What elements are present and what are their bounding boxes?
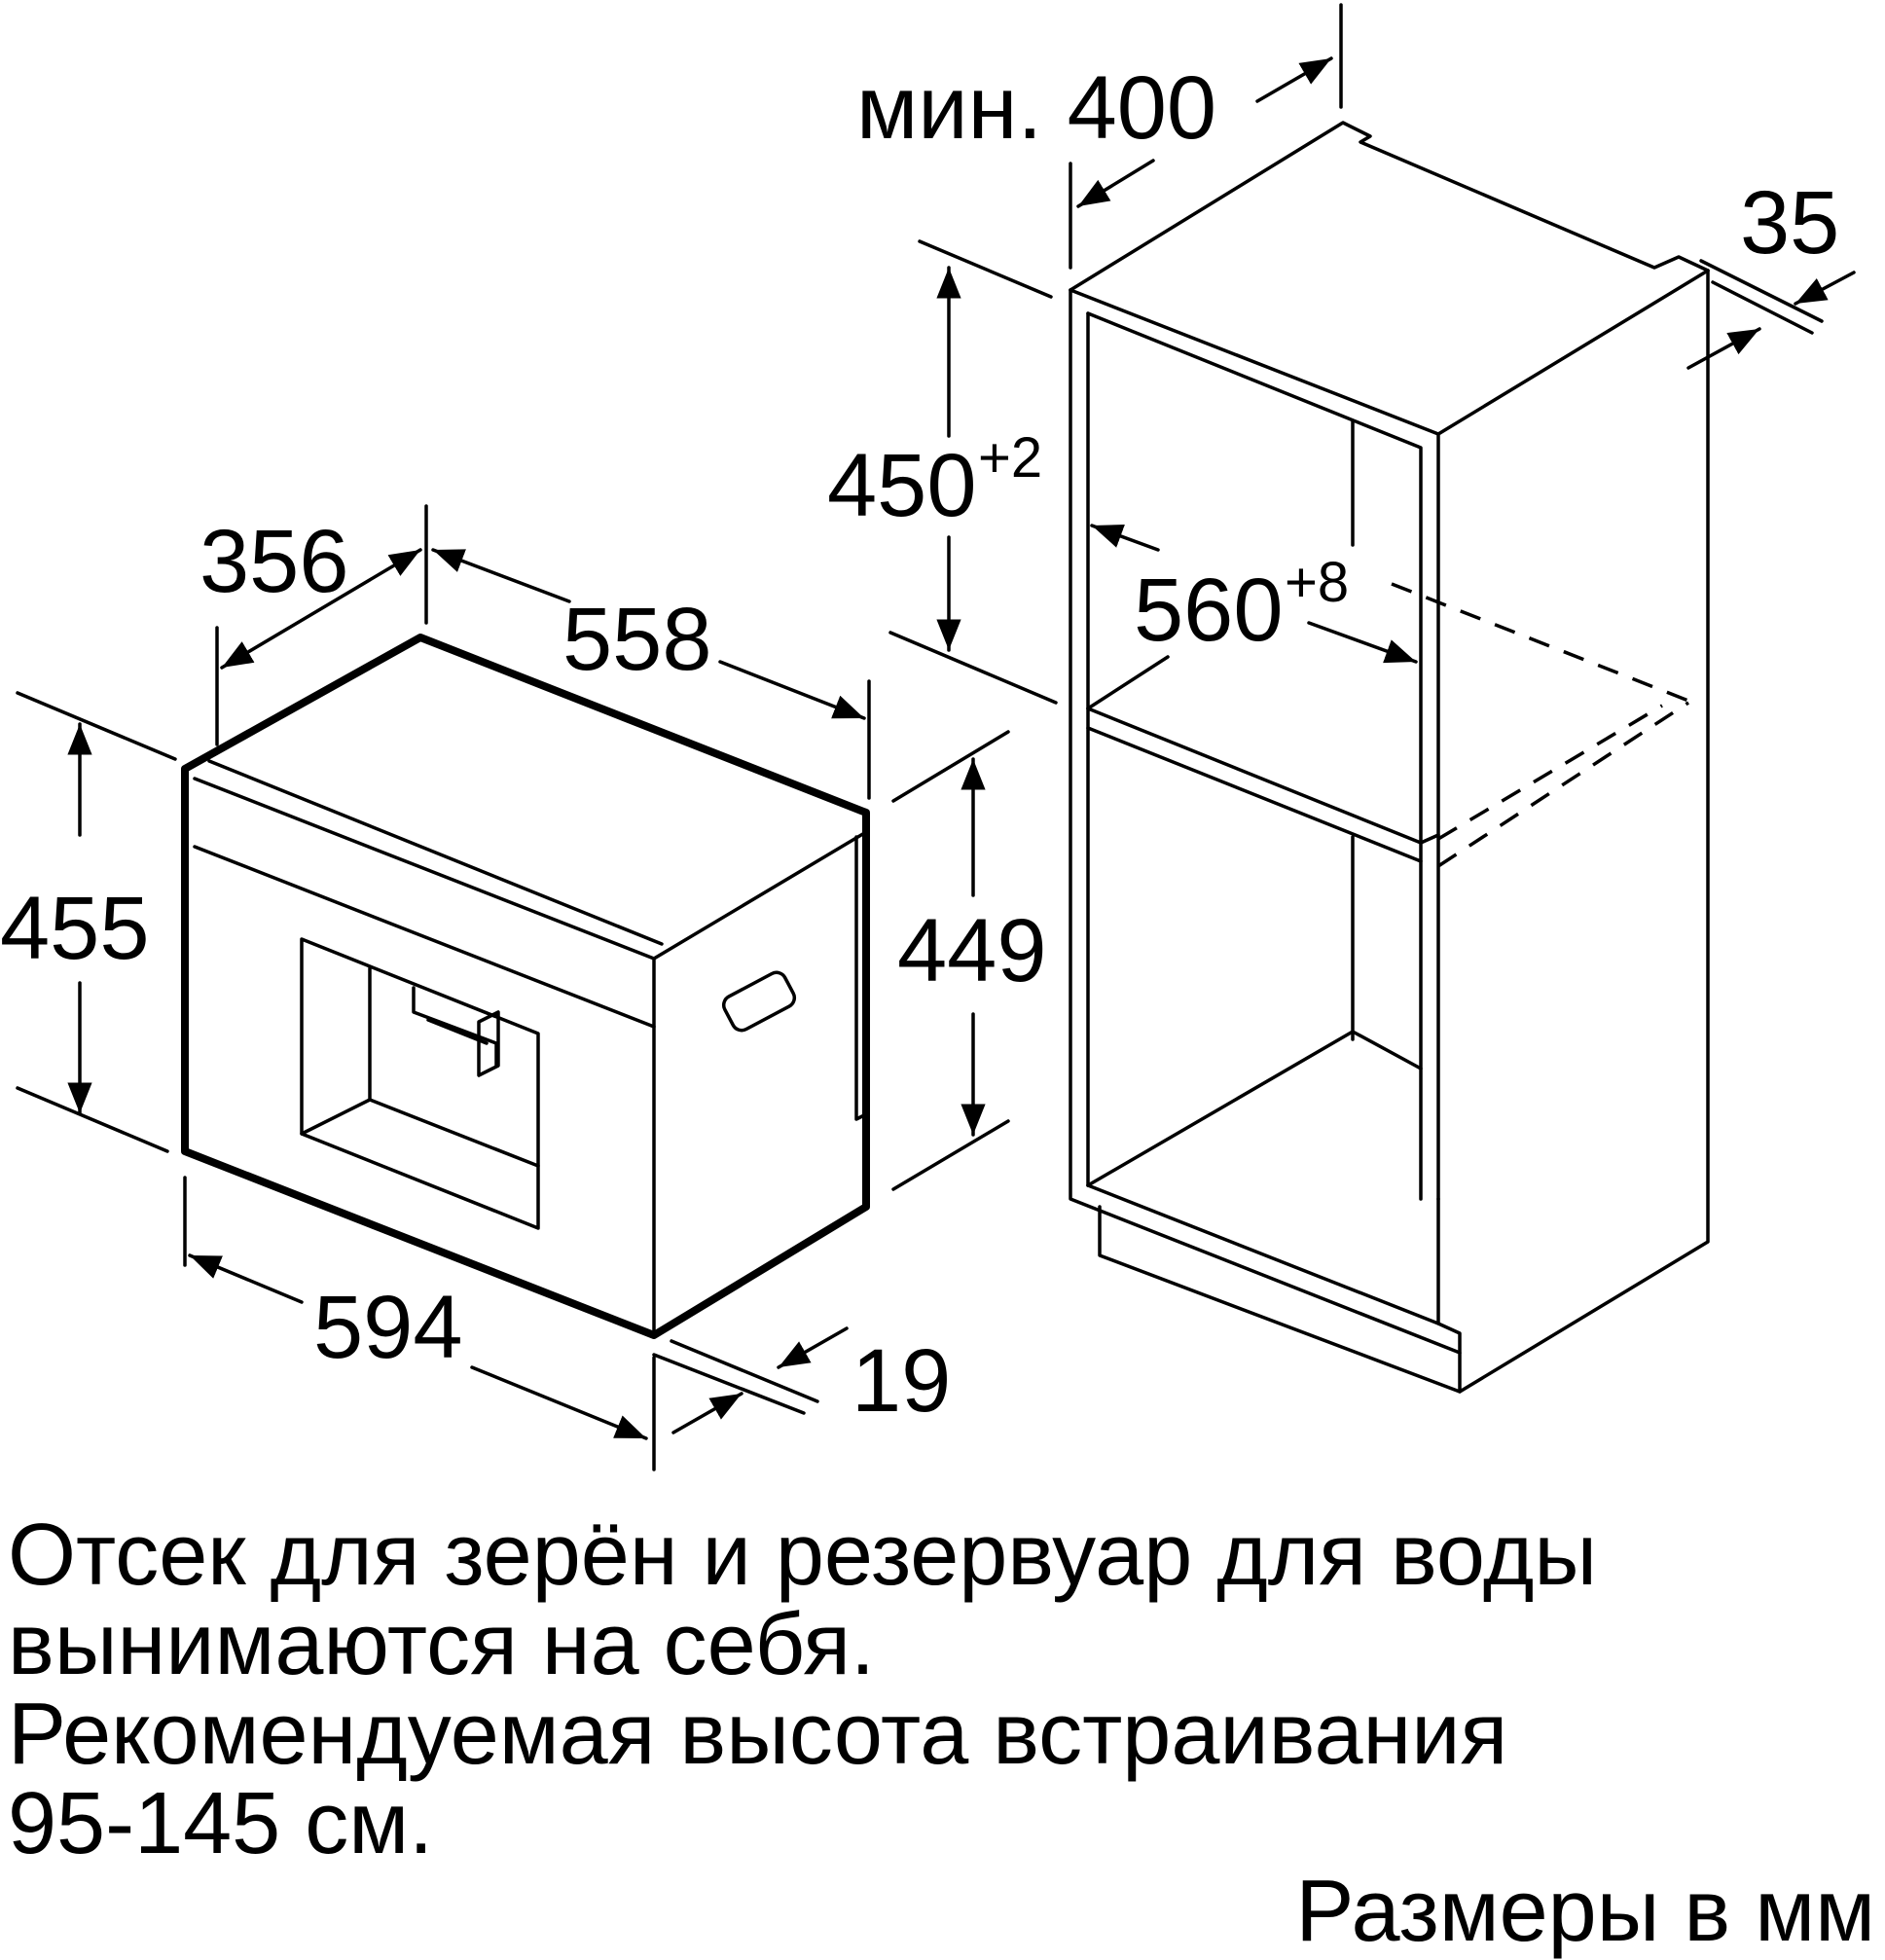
appliance-drawing (181, 634, 870, 1339)
dim-455-label: 455 (0, 879, 150, 978)
note-line-1: Отсек для зерён и резервуар для воды (8, 1506, 1598, 1604)
dim-450-label: 450 (827, 436, 977, 535)
installation-note: Отсек для зерён и резервуар для воды вын… (8, 1510, 1597, 1869)
dim-449-label: 449 (897, 901, 1047, 1000)
installation-diagram: мин. 400 35 450 +2 560 +8 356 558 455 44… (0, 3, 1856, 1471)
dim-594-label: 594 (313, 1278, 463, 1377)
dim-35-label: 35 (1740, 173, 1839, 272)
niche-dimension-lines (888, 3, 1856, 705)
dim-560-tolerance: +8 (1285, 551, 1349, 614)
niche-drawing (1069, 121, 1710, 1394)
note-line-4: 95-145 см. (8, 1775, 434, 1872)
units-note: Размеры в мм (1295, 1863, 1875, 1960)
dim-356-label: 356 (199, 512, 349, 611)
note-line-2: вынимаются на себя. (8, 1596, 875, 1693)
dim-558-label: 558 (562, 590, 712, 689)
note-line-3: Рекомендуемая высота встраивания (8, 1686, 1508, 1783)
min-400-label: мин. 400 (856, 58, 1216, 158)
dim-19-label: 19 (852, 1331, 951, 1431)
dim-450-tolerance: +2 (978, 426, 1042, 490)
appliance-dimension-lines (16, 504, 1010, 1471)
dim-560-label: 560 (1134, 561, 1284, 660)
